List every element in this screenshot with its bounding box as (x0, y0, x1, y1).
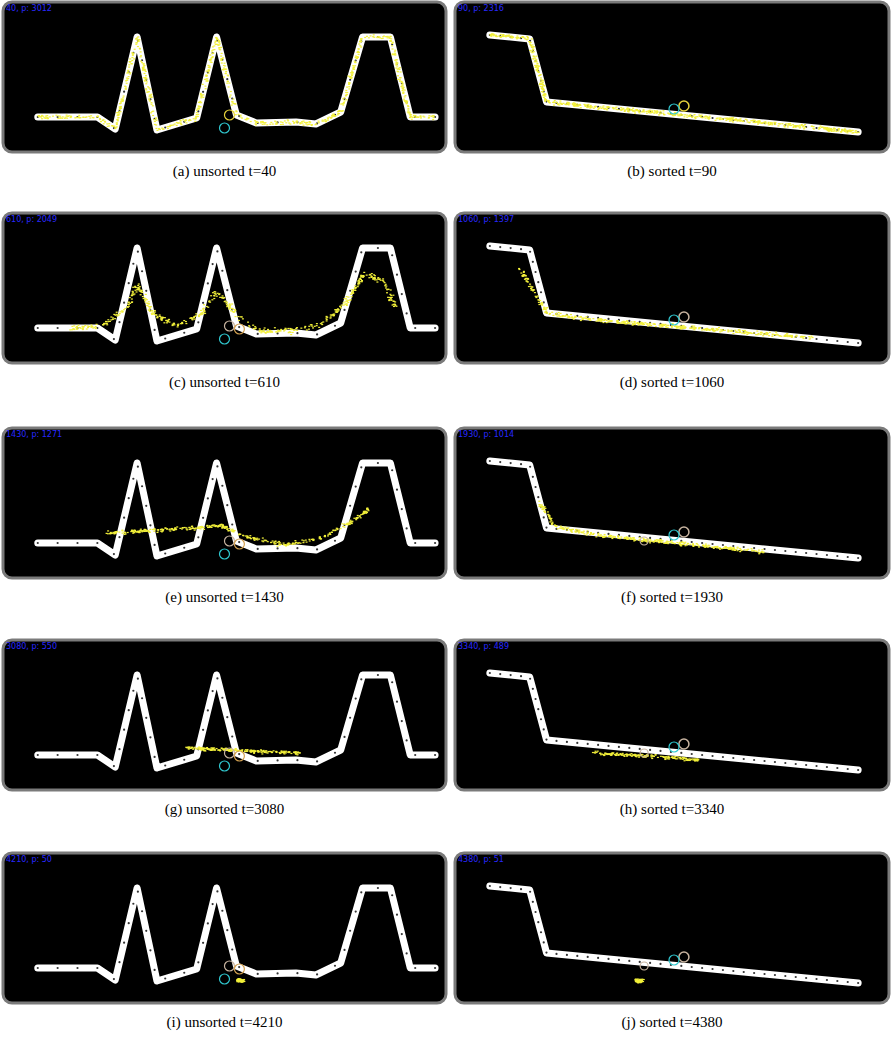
subfigure-caption: (j) sorted t=4380 (622, 1014, 723, 1031)
status-text: 1060, p: 1397 (458, 215, 514, 224)
subfigure-caption: (i) unsorted t=4210 (167, 1014, 283, 1031)
subfigure-caption: (a) unsorted t=40 (173, 163, 276, 180)
simulation-panel (3, 213, 446, 363)
simulation-panel (3, 2, 446, 152)
status-text: 4210, p: 50 (6, 855, 52, 864)
simulation-panel (455, 213, 889, 363)
simulation-panel (3, 428, 446, 578)
simulation-panel (3, 853, 446, 1003)
subfigure-caption: (c) unsorted t=610 (169, 374, 280, 391)
subfigure-caption: (f) sorted t=1930 (621, 589, 723, 606)
status-text: 1930, p: 1014 (458, 430, 514, 439)
status-text: 610, p: 2049 (6, 215, 57, 224)
simulation-panel (455, 428, 889, 578)
status-text: 1430, p: 1271 (6, 430, 62, 439)
status-text: 3080, p: 550 (6, 642, 57, 651)
subfigure-caption: (g) unsorted t=3080 (165, 801, 284, 818)
subfigure-caption: (d) sorted t=1060 (620, 374, 724, 391)
status-text: 90, p: 2316 (458, 4, 504, 13)
subfigure-caption: (b) sorted t=90 (627, 163, 716, 180)
subfigure-caption: (e) unsorted t=1430 (165, 589, 283, 606)
status-text: 4380, p: 51 (458, 855, 504, 864)
status-text: 40, p: 3012 (6, 4, 52, 13)
simulation-panel (455, 2, 889, 152)
simulation-panel (455, 853, 889, 1003)
simulation-panel (455, 640, 889, 790)
status-text: 3340, p: 489 (458, 642, 509, 651)
simulation-panel (3, 640, 446, 790)
subfigure-caption: (h) sorted t=3340 (620, 801, 724, 818)
